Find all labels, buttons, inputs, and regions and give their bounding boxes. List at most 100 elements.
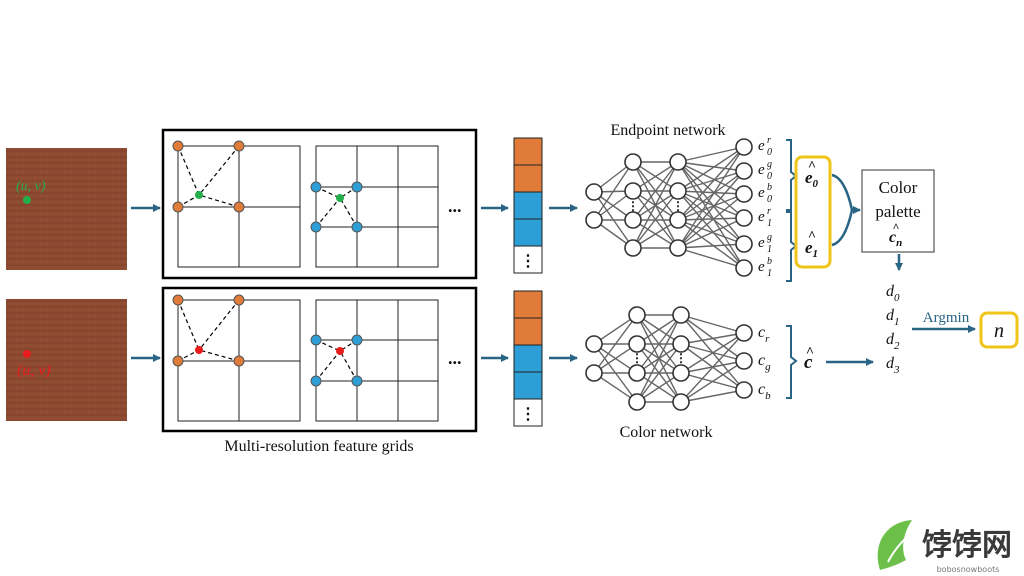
endpoint-net-node xyxy=(585,211,603,229)
color-output-g: cg xyxy=(758,352,771,373)
texture-top-point xyxy=(23,196,31,204)
color-net-dots: ⋮ xyxy=(631,351,643,365)
color-output-b: cb xyxy=(758,381,771,402)
watermark-cn: 饽饽网 xyxy=(922,528,1012,563)
grid-ellipsis-bottom: ... xyxy=(448,348,462,368)
endpoint-net-edge xyxy=(677,146,745,163)
color-net-node xyxy=(672,393,690,411)
endpoint-net-edge xyxy=(632,219,679,249)
color-net-edge xyxy=(680,332,745,345)
endpoint-net-edge xyxy=(677,193,745,221)
endpoint-net-edge xyxy=(677,219,745,245)
texture-bottom-uv-label: (u, v) xyxy=(17,362,51,379)
color-output-r: cr xyxy=(758,324,770,345)
endpoint-net-edge xyxy=(677,161,745,219)
endpoint-net-node xyxy=(669,182,687,200)
color-net-node xyxy=(628,306,646,324)
endpoint-net-node xyxy=(735,138,753,156)
endpoint-net-edge xyxy=(677,170,745,221)
color-net-dots: ⋮ xyxy=(675,351,687,365)
color-network-label: Color network xyxy=(620,424,713,441)
distance-d0: d0 xyxy=(886,283,900,304)
endpoint-net-node xyxy=(624,153,642,171)
feature-vector-top-dots: ⋮ xyxy=(520,253,536,270)
query-point-coarse-bottom xyxy=(195,346,203,354)
endpoint-net-edge xyxy=(632,190,679,249)
endpoint-net-edge xyxy=(677,146,745,249)
color-net-node xyxy=(628,364,646,382)
svg-text:^: ^ xyxy=(808,159,816,174)
endpoint-net-node xyxy=(735,235,753,253)
endpoint-net-node xyxy=(624,239,642,257)
svg-text:^: ^ xyxy=(808,229,816,244)
endpoint-net-edge xyxy=(632,161,679,221)
endpoint-net-edge xyxy=(677,161,745,195)
grids-caption: Multi-resolution feature grids xyxy=(224,438,413,455)
palette-label-line2: palette xyxy=(875,202,920,221)
texture-top-uv-label: (u, v) xyxy=(16,179,46,194)
color-net-node xyxy=(628,335,646,353)
color-net-edge xyxy=(680,332,745,374)
grid-panel-top xyxy=(161,128,478,280)
color-palette-box xyxy=(861,169,935,253)
corner-nodes-top xyxy=(172,140,363,233)
color-net-edge xyxy=(636,343,682,403)
endpoint-net-edge xyxy=(677,219,745,269)
endpoint-net-edge xyxy=(677,146,745,221)
watermark-en: bobosnowboots xyxy=(937,565,1000,574)
svg-text:e1: e1 xyxy=(805,238,818,260)
color-net-edge xyxy=(680,360,745,403)
grid-panel-bottom xyxy=(161,286,478,433)
texture-top xyxy=(6,148,127,270)
color-net-node xyxy=(735,324,753,342)
color-net-node xyxy=(585,335,603,353)
distance-d2: d2 xyxy=(886,331,900,352)
endpoint-net-edge xyxy=(677,146,745,192)
texture-bottom xyxy=(6,299,127,421)
endpoint-net-edge xyxy=(677,217,745,221)
color-net-node xyxy=(735,352,753,370)
endpoint-net-edge xyxy=(677,161,745,269)
query-point-fine-top xyxy=(336,194,344,202)
svg-text:cn: cn xyxy=(889,229,902,249)
distance-d3: d3 xyxy=(886,355,900,376)
color-net-node xyxy=(628,393,646,411)
endpoint-net-edge xyxy=(677,217,745,249)
svg-text:c: c xyxy=(804,352,813,373)
color-net-edge xyxy=(636,314,682,374)
grid-ellipsis-top: ... xyxy=(448,196,462,216)
feature-vector-bottom-dots: ⋮ xyxy=(520,406,536,423)
query-point-fine-bottom xyxy=(336,347,344,355)
feature-vector-top xyxy=(513,137,543,274)
endpoint-net-edge xyxy=(677,190,745,219)
endpoint-net-edge xyxy=(632,161,679,192)
color-net-node xyxy=(585,364,603,382)
query-point-coarse-top xyxy=(195,191,203,199)
palette-label-line1: Color xyxy=(879,178,918,197)
distance-d1: d1 xyxy=(886,307,900,328)
endpoint-net-edge xyxy=(677,193,745,249)
color-net-edge xyxy=(680,389,745,403)
endpoint-net-edge xyxy=(677,243,745,249)
endpoint-net-node xyxy=(669,239,687,257)
merge-e1 xyxy=(831,209,854,247)
endpoint-net-node xyxy=(624,211,642,229)
color-net-node xyxy=(735,381,753,399)
distance-list: d0 d1 d2 d3 xyxy=(886,283,900,376)
brace-c xyxy=(786,325,798,399)
argmin-label: Argmin xyxy=(923,310,970,326)
svg-text:^: ^ xyxy=(893,220,900,234)
c-hat: c ^ xyxy=(804,345,814,373)
fine-grid-bottom xyxy=(315,299,439,422)
endpoint-net-node xyxy=(735,259,753,277)
endpoint-net-edge xyxy=(632,161,679,249)
endpoint-net-node xyxy=(735,162,753,180)
endpoint-net-edge xyxy=(677,170,745,249)
e1-hat: e1 ^ xyxy=(805,229,818,260)
result-box xyxy=(979,311,1019,349)
endpoint-net-dots: ⋮ xyxy=(672,199,684,213)
corner-nodes-bottom xyxy=(172,294,363,387)
